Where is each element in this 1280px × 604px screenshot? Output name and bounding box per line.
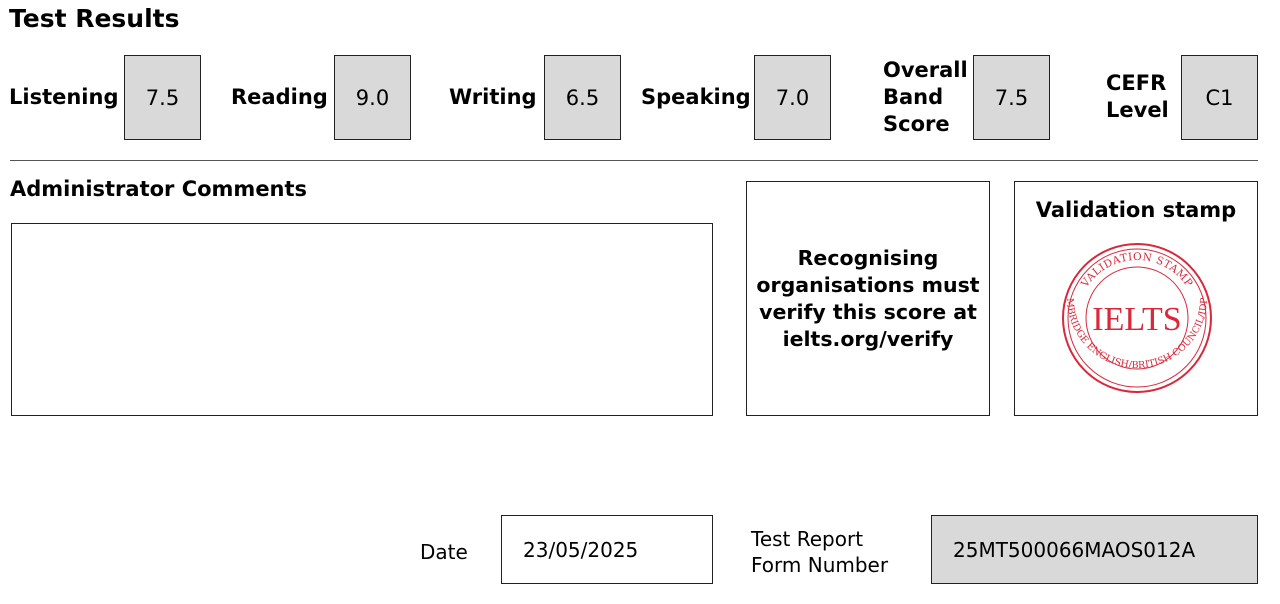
admin-comments-box <box>11 223 713 416</box>
overall-band-score: 7.5 <box>973 55 1050 140</box>
svg-text:IELTS: IELTS <box>1092 301 1181 338</box>
listening-label: Listening <box>9 85 119 109</box>
validation-stamp-panel: Validation stamp VALIDATION STAMP CAMBRI… <box>1014 181 1258 416</box>
reading-label: Reading <box>231 85 328 109</box>
section-divider <box>10 160 1258 161</box>
overall-band-score-label: Overall Band Score <box>883 58 968 136</box>
cefr-level-value: C1 <box>1181 55 1258 140</box>
writing-score: 6.5 <box>544 55 621 140</box>
page-title: Test Results <box>9 4 180 33</box>
verify-notice: Recognising organisations must verify th… <box>746 181 990 416</box>
trf-number-label: Test Report Form Number <box>751 527 889 577</box>
speaking-score: 7.0 <box>754 55 831 140</box>
validation-stamp-heading: Validation stamp <box>1035 198 1237 222</box>
ielts-validation-stamp: VALIDATION STAMP CAMBRIDGE ENGLISH/BRITI… <box>1015 182 1212 393</box>
listening-score: 7.5 <box>124 55 201 140</box>
writing-label: Writing <box>449 85 537 109</box>
trf-number-value: 25MT500066MAOS012A <box>931 515 1258 584</box>
speaking-label: Speaking <box>641 85 751 109</box>
date-value: 23/05/2025 <box>501 515 713 584</box>
reading-score: 9.0 <box>334 55 411 140</box>
cefr-level-label: CEFR Level <box>1106 71 1169 122</box>
admin-comments-heading: Administrator Comments <box>10 177 308 201</box>
date-label: Date <box>420 540 468 564</box>
